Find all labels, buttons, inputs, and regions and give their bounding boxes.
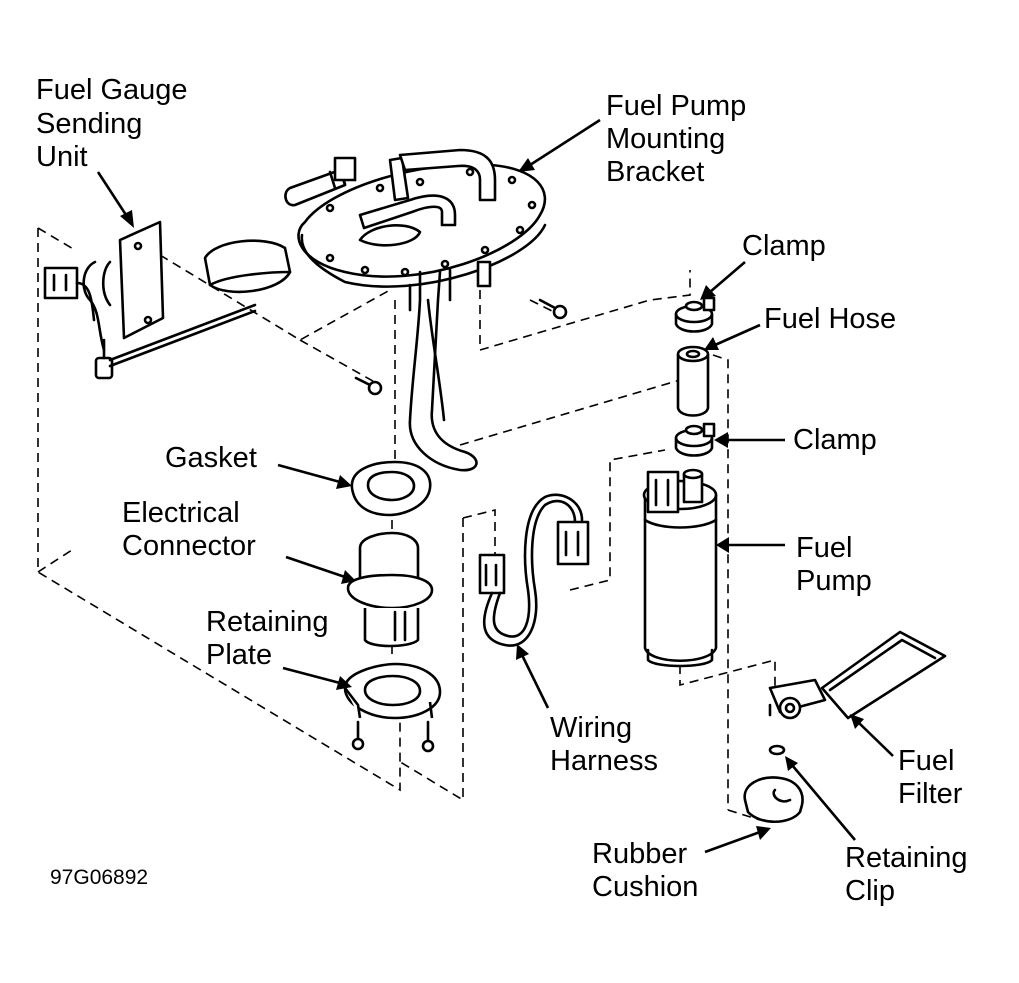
svg-text:Fuel: Fuel: [898, 745, 954, 777]
fuel-gauge-sending-unit-part: [43, 220, 292, 380]
gasket-label: Gasket: [165, 442, 257, 474]
svg-text:Mounting: Mounting: [606, 123, 725, 155]
leader-arrows: [96, 118, 894, 854]
svg-text:Unit: Unit: [36, 141, 88, 173]
rubber-cushion-part: [743, 776, 804, 823]
svg-text:Filter: Filter: [898, 778, 963, 810]
bracket-screws: [354, 298, 568, 396]
retaining-plate-label: Retaining Plate: [206, 606, 329, 671]
clamp-bottom-label: Clamp: [793, 424, 877, 456]
wiring-harness-label: Wiring Harness: [550, 712, 658, 777]
svg-text:Fuel: Fuel: [796, 532, 852, 564]
figure-code: 97G06892: [50, 866, 148, 889]
fuel-pump-label: Fuel Pump: [796, 532, 872, 597]
svg-text:Connector: Connector: [122, 530, 256, 562]
svg-text:Wiring: Wiring: [550, 712, 632, 744]
svg-text:Plate: Plate: [206, 639, 272, 671]
svg-text:Pump: Pump: [796, 565, 872, 597]
clamp-bottom-part: [674, 422, 716, 457]
retaining-clip-part: [768, 744, 786, 756]
gasket-part: [350, 460, 432, 517]
svg-text:Retaining: Retaining: [845, 842, 968, 874]
fuel-pump-mounting-bracket-label: Fuel Pump Mounting Bracket: [606, 90, 746, 188]
electrical-connector-part: [346, 531, 434, 648]
wiring-harness-part: [478, 493, 590, 647]
fuel-pump-mounting-bracket-part: [284, 148, 547, 472]
svg-text:Retaining: Retaining: [206, 606, 329, 638]
fuel-gauge-sending-unit-label: Fuel Gauge Sending Unit: [36, 74, 188, 173]
svg-text:Harness: Harness: [550, 745, 658, 777]
fuel-hose-part: [676, 345, 710, 417]
retaining-plate-part: [343, 662, 442, 753]
svg-text:Bracket: Bracket: [606, 156, 704, 188]
svg-text:Sending: Sending: [36, 108, 142, 140]
fuel-filter-part: [768, 630, 947, 720]
svg-text:Clip: Clip: [845, 875, 895, 907]
svg-text:Fuel Gauge: Fuel Gauge: [36, 74, 188, 106]
fuel-pump-part: [642, 468, 718, 668]
fuel-filter-label: Fuel Filter: [898, 745, 963, 810]
electrical-connector-label: Electrical Connector: [122, 497, 256, 562]
alignment-lines: [37, 227, 776, 821]
retaining-clip-label: Retaining Clip: [845, 842, 968, 907]
clamp-top-part: [674, 296, 716, 333]
fuel-hose-label: Fuel Hose: [764, 303, 896, 335]
clamp-top-label: Clamp: [742, 230, 826, 262]
rubber-cushion-label: Rubber Cushion: [592, 838, 698, 903]
svg-text:Rubber: Rubber: [592, 838, 687, 870]
svg-text:Electrical: Electrical: [122, 497, 240, 529]
svg-text:Fuel Pump: Fuel Pump: [606, 90, 746, 122]
svg-text:Cushion: Cushion: [592, 871, 698, 903]
